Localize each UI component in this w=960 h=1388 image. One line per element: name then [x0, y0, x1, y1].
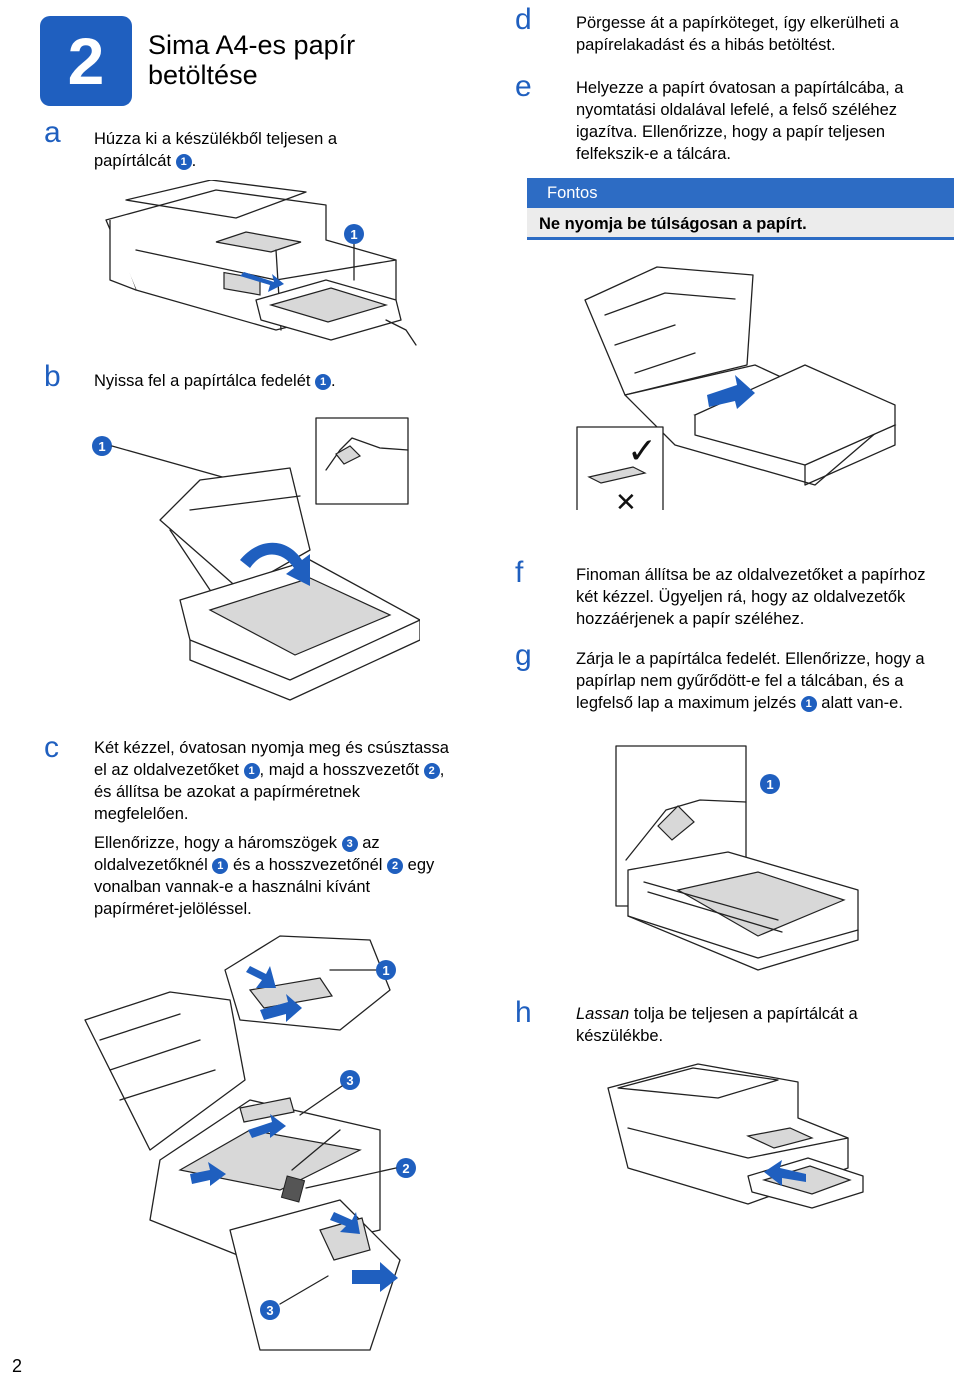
important-text: Ne nyomja be túlságosan a papírt. [527, 208, 954, 240]
figure-push-tray [607, 1063, 864, 1209]
figure-close-cover: 1 [615, 745, 859, 971]
svg-text:1: 1 [350, 227, 357, 242]
step-letter-h: h [515, 996, 532, 1029]
svg-text:3: 3 [346, 1073, 353, 1088]
page-number: 2 [12, 1356, 23, 1376]
step-letter-a: a [44, 116, 61, 149]
step-letter-c: c [44, 731, 59, 764]
svg-text:2: 2 [402, 1161, 409, 1176]
ref-badge-1: 1 [315, 374, 332, 390]
ref-badge-1: 1 [243, 763, 260, 779]
svg-text:✓: ✓ [627, 431, 657, 472]
important-heading: Fontos [527, 178, 954, 208]
ref-badge-1: 1 [175, 154, 192, 170]
ref-badge-1: 1 [800, 696, 817, 712]
step-letter-b: b [44, 360, 61, 393]
step-e-text: Helyezze a papírt óvatosan a papírtálcáb… [576, 79, 904, 163]
step-letter-f: f [515, 556, 524, 589]
figure-open-tray-cover: 1 [92, 417, 420, 701]
ref-badge-2: 2 [423, 763, 440, 779]
page-title: Sima A4-es papír betöltése [148, 30, 356, 90]
step-c-text: Két kézzel, óvatosan nyomja meg és csúsz… [94, 739, 449, 823]
ref-badge-3: 3 [341, 836, 358, 852]
svg-text:1: 1 [98, 439, 105, 454]
svg-text:✕: ✕ [615, 488, 637, 510]
figure-load-paper: ✓ ✕ [576, 266, 897, 510]
step-letter-g: g [515, 639, 532, 672]
figure-adjust-guides: 1 3 2 3 [84, 935, 416, 1351]
step-a-text: Húzza ki a készülékből teljesen a papírt… [94, 130, 338, 170]
step-letter-e: e [515, 70, 532, 103]
step-number-badge: 2 [40, 16, 132, 106]
step-h-text: Lassan tolja be teljesen a papírtálcát a… [576, 1005, 858, 1045]
step-d-text: Pörgesse át a papírköteget, így elkerülh… [576, 14, 899, 54]
step-c-text-2: Ellenőrizze, hogy a háromszögek 3 az old… [94, 834, 435, 918]
svg-text:3: 3 [266, 1303, 273, 1318]
svg-text:1: 1 [766, 777, 773, 792]
step-g-text: Zárja le a papírtálca fedelét. Ellenőriz… [576, 650, 925, 712]
figure-pull-out-tray: 1 [105, 180, 417, 346]
ref-badge-1: 1 [212, 858, 229, 874]
ref-badge-2: 2 [387, 858, 404, 874]
step-b-text: Nyissa fel a papírtálca fedelét 1. [94, 372, 336, 390]
svg-text:1: 1 [382, 963, 389, 978]
step-f-text: Finoman állítsa be az oldalvezetőket a p… [576, 566, 926, 628]
step-letter-d: d [515, 3, 532, 36]
